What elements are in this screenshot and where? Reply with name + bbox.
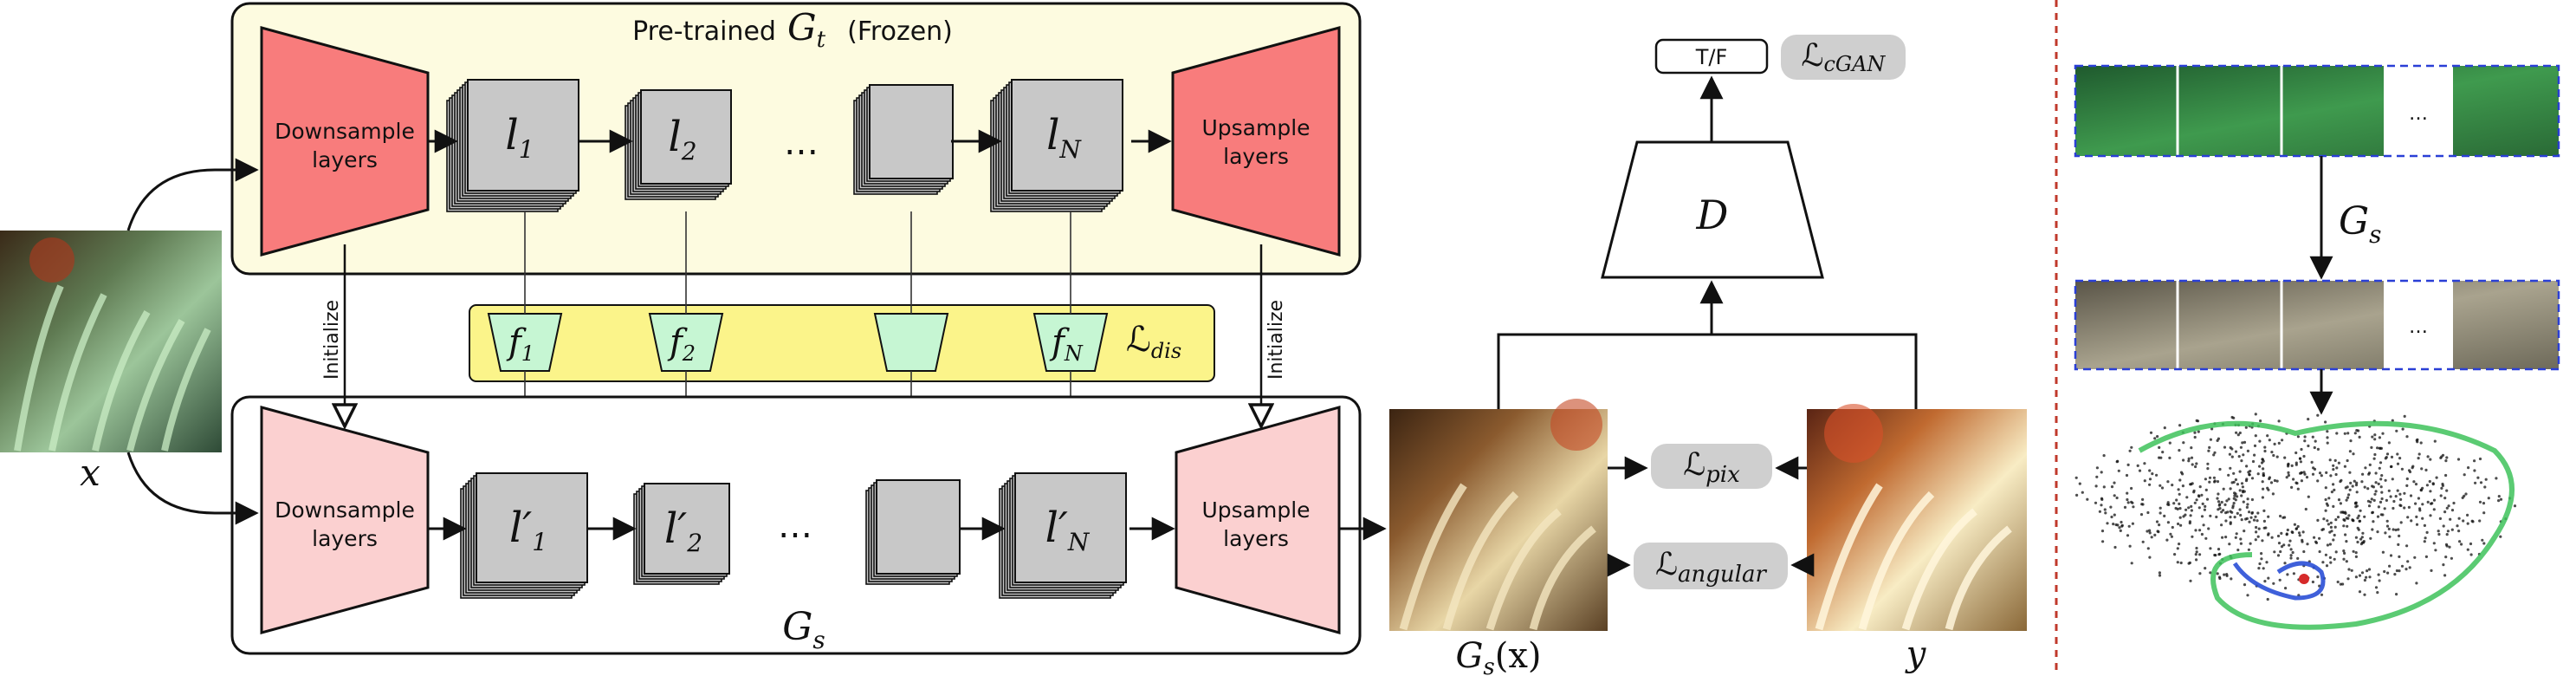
camera-marker bbox=[2299, 574, 2309, 584]
svg-text:ℒangular: ℒangular bbox=[1655, 547, 1767, 588]
student-ellipsis: … bbox=[778, 506, 812, 546]
svg-text:Upsample: Upsample bbox=[1201, 497, 1310, 523]
initialize-label-left: Initialize bbox=[321, 300, 343, 380]
teacher-title: Pre-trained Gt (Frozen) bbox=[632, 6, 953, 53]
svg-text:fN: fN bbox=[1049, 322, 1084, 366]
output-image bbox=[1389, 399, 1608, 631]
teacher-feature-3 bbox=[853, 84, 954, 195]
input-image bbox=[0, 231, 222, 452]
svg-text:D: D bbox=[1696, 192, 1729, 238]
adapter-3 bbox=[873, 313, 949, 372]
adapter-4: fN bbox=[1032, 313, 1109, 372]
svg-text:l′2: l′2 bbox=[664, 504, 702, 557]
enhanced-frames-strip: … bbox=[2074, 279, 2560, 371]
svg-text:layers: layers bbox=[1223, 144, 1289, 169]
loss-angular: ℒangular bbox=[1634, 543, 1788, 589]
svg-text:l′N: l′N bbox=[1045, 504, 1091, 556]
tf-output-box: T/F bbox=[1654, 38, 1769, 75]
loss-distillation: ℒdis bbox=[1126, 320, 1181, 363]
svg-text:ℒcGAN: ℒcGAN bbox=[1802, 38, 1887, 76]
svg-text:…: … bbox=[2409, 316, 2428, 338]
teacher-upsample-layers: Upsample layers bbox=[1171, 26, 1341, 257]
svg-text:ℒpix: ℒpix bbox=[1683, 447, 1740, 488]
output-label: Gs(x) bbox=[1455, 636, 1541, 676]
teacher-feature-4: lN bbox=[990, 79, 1123, 212]
svg-text:l1: l1 bbox=[505, 111, 534, 164]
reconstruction-point-cloud bbox=[2074, 409, 2517, 630]
underwater-frames-strip: … bbox=[2074, 64, 2560, 158]
input-label: x bbox=[80, 452, 100, 494]
svg-text:T/F: T/F bbox=[1695, 45, 1728, 69]
svg-text:l2: l2 bbox=[668, 113, 696, 166]
student-feature-2: l′2 bbox=[633, 483, 730, 585]
loss-cgan: ℒcGAN bbox=[1781, 35, 1906, 80]
svg-text:Upsample: Upsample bbox=[1201, 115, 1310, 140]
side-model-label: Gs bbox=[2339, 199, 2382, 249]
svg-text:lN: lN bbox=[1046, 111, 1082, 164]
adapter-1: f1 bbox=[487, 313, 563, 372]
teacher-feature-1: l1 bbox=[446, 79, 579, 212]
teacher-ellipsis: … bbox=[784, 123, 819, 163]
svg-text:layers: layers bbox=[312, 147, 378, 172]
svg-text:Downsample: Downsample bbox=[275, 119, 415, 144]
svg-text:layers: layers bbox=[312, 526, 378, 551]
camera-trajectory-green bbox=[2138, 420, 2515, 630]
teacher-downsample-layers: Downsample layers bbox=[260, 26, 430, 257]
svg-text:l′1: l′1 bbox=[509, 504, 547, 556]
adapter-trapezoids: f1 f2 fN bbox=[487, 313, 1109, 372]
initialize-label-right: Initialize bbox=[1265, 300, 1287, 380]
student-upsample-layers: Upsample layers bbox=[1175, 406, 1341, 634]
target-image bbox=[1807, 404, 2027, 631]
student-feature-4: l′N bbox=[999, 472, 1127, 599]
svg-text:Downsample: Downsample bbox=[275, 497, 415, 523]
svg-text:…: … bbox=[2409, 103, 2428, 125]
teacher-feature-2: l2 bbox=[625, 89, 732, 200]
student-feature-3 bbox=[865, 479, 961, 585]
student-downsample-layers: Downsample layers bbox=[260, 406, 430, 634]
discriminator: D bbox=[1601, 140, 1824, 279]
adapter-2: f2 bbox=[648, 313, 724, 372]
loss-pix: ℒpix bbox=[1651, 444, 1772, 489]
student-feature-1: l′1 bbox=[460, 472, 588, 599]
svg-text:layers: layers bbox=[1223, 526, 1289, 551]
student-label: Gs bbox=[782, 605, 825, 654]
camera-trajectory-blue bbox=[2232, 561, 2326, 601]
teacher-feature-stacks: l1 l2 lN bbox=[446, 79, 1123, 212]
target-label: y bbox=[1905, 634, 1927, 674]
